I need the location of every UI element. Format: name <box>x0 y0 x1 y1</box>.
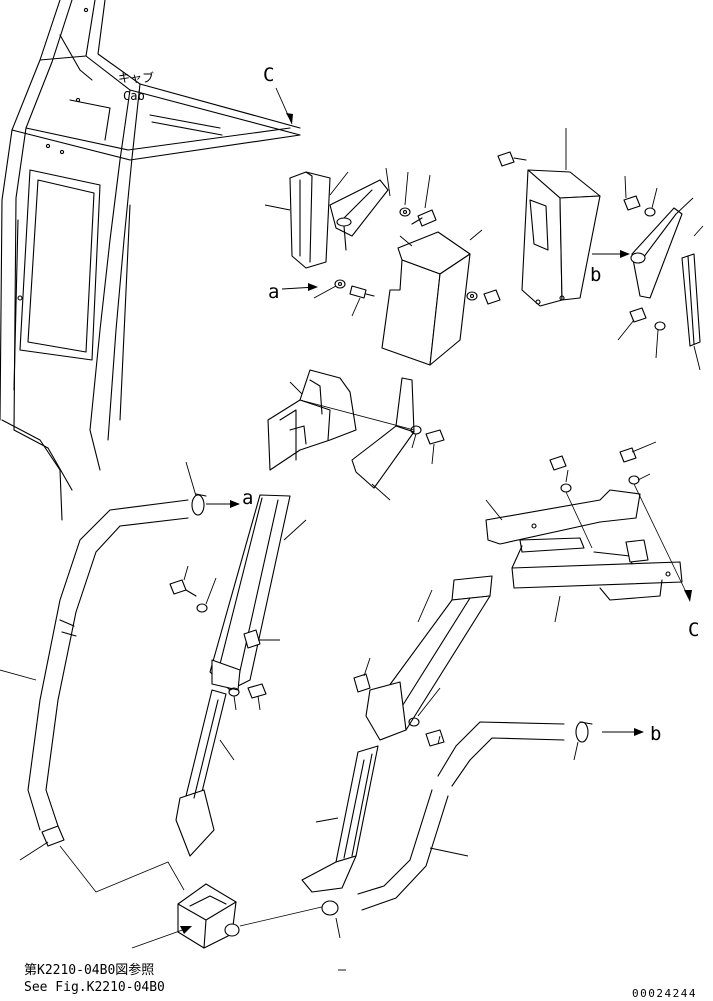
center-vertical-duct <box>365 575 493 741</box>
mid-bracket-assembly <box>267 369 357 471</box>
bolt-washer-right-mid <box>549 447 640 493</box>
figure-number: 00024244 <box>632 987 697 1000</box>
left-hose <box>27 499 189 831</box>
arrow-c-top <box>286 113 293 124</box>
cab-label-jp: キャブ <box>118 70 154 85</box>
center-lower-duct <box>301 745 379 893</box>
footnote-jp: 第K2210-04B0図参照 <box>24 962 154 978</box>
ref-letter-a-left: a <box>268 281 279 303</box>
top-cover-duct <box>381 231 471 366</box>
arrow-b-top <box>620 250 630 258</box>
ref-letter-b-bottom: b <box>650 723 661 745</box>
ref-letter-c-bottom: C <box>688 619 699 641</box>
louver-damper-right <box>630 207 683 299</box>
footnote-en: See Fig.K2210-04B0 <box>24 980 165 995</box>
left-lower-duct <box>175 689 227 857</box>
arrow-b-bottom <box>634 728 644 736</box>
hose-end-fitting <box>41 825 65 847</box>
arrow-a-left <box>308 283 318 291</box>
arrow-footnote <box>180 926 192 934</box>
left-vent-bracket <box>289 171 331 269</box>
heater-connector-box <box>177 883 240 949</box>
hose-clamp-lower <box>321 900 339 916</box>
mid-bracket-plate <box>351 377 415 489</box>
right-bracket-plate <box>681 253 701 347</box>
right-long-bracket-lower <box>511 539 683 601</box>
arrow-c-bottom <box>684 590 692 602</box>
right-hose-upper <box>437 721 565 787</box>
arrow-a-bottom <box>230 500 240 508</box>
ref-letter-b-top: b <box>590 264 601 286</box>
bolt-washer-top-right <box>623 195 666 331</box>
left-vertical-duct <box>209 494 291 691</box>
bolt-top-right <box>497 151 527 167</box>
right-duct-cover <box>521 169 601 307</box>
right-hose-lower <box>357 789 449 911</box>
hose-clamp-b <box>575 721 593 743</box>
right-long-bracket-upper <box>485 489 641 553</box>
bolt-washer-mid <box>410 425 445 445</box>
hose-clamp-a <box>191 493 207 516</box>
ref-letter-c-top: C <box>263 64 274 86</box>
cab-frame <box>0 0 301 521</box>
louver-damper-left <box>329 179 389 251</box>
bolt-washer-top-middle <box>334 207 501 305</box>
bolt-washer-center-duct <box>353 673 445 747</box>
cab-label-en: Cab <box>123 89 145 103</box>
ref-letter-a-bottom: a <box>242 487 253 509</box>
bolt-washer-left-duct <box>169 579 261 649</box>
